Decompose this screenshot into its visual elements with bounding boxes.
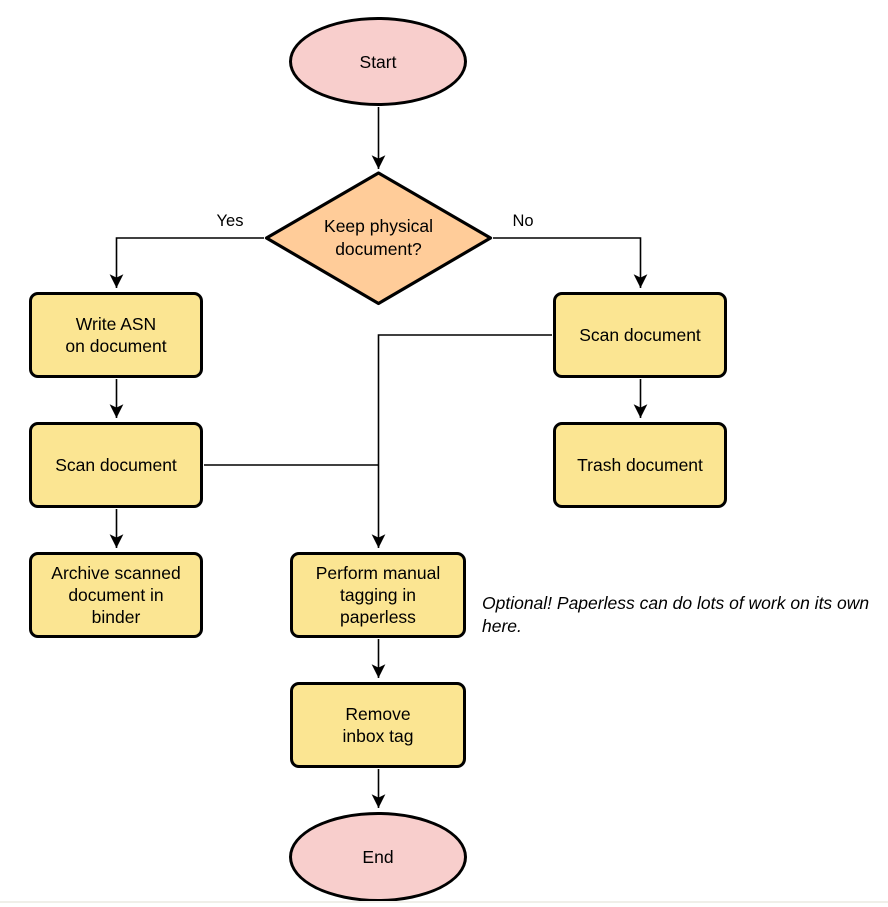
trash-line-1: Trash document — [577, 455, 703, 475]
node-end-label: End — [362, 847, 394, 867]
node-end: End — [289, 812, 467, 902]
node-start: Start — [289, 17, 467, 106]
edge-decision-to-write-asn — [109, 237, 264, 288]
decision-line-1: Keep physical — [324, 216, 433, 236]
archive-line-3: binder — [91, 607, 141, 627]
decision-line-2: document? — [335, 239, 422, 259]
node-remove-inbox-tag: Remove inbox tag — [290, 682, 466, 768]
tagging-line-2: tagging in — [340, 585, 416, 605]
scan-right-line-1: Scan document — [579, 325, 701, 345]
decision-diamond-shape — [264, 171, 493, 306]
node-manual-tagging: Perform manual tagging in paperless — [290, 552, 466, 638]
tagging-line-1: Perform manual — [315, 563, 441, 583]
scan-left-line-1: Scan document — [55, 455, 177, 475]
archive-line-1: Archive scanned — [51, 563, 181, 583]
tagging-line-3: paperless — [340, 607, 416, 627]
node-scan-document-left: Scan document — [29, 422, 203, 508]
write-asn-line-2: on document — [65, 336, 167, 356]
optional-note-text: Optional! Paperless can do lots of work … — [482, 593, 870, 636]
node-write-asn: Write ASN on document — [29, 292, 203, 378]
node-start-label: Start — [359, 51, 397, 72]
edge-label-yes: Yes — [204, 212, 256, 230]
node-scan-document-right: Scan document — [553, 292, 727, 378]
node-decision-label: Keep physical document? — [286, 212, 471, 264]
node-trash-document: Trash document — [553, 422, 727, 508]
archive-line-2: document in — [68, 585, 164, 605]
edge-label-no: No — [497, 212, 549, 230]
edge-scan-right-to-tagging — [371, 334, 552, 548]
write-asn-line-1: Write ASN — [75, 314, 157, 334]
remove-inbox-line-2: inbox tag — [342, 726, 414, 746]
node-archive-scanned: Archive scanned document in binder — [29, 552, 203, 638]
remove-inbox-line-1: Remove — [345, 704, 411, 724]
edge-decision-to-scan-right — [493, 237, 648, 288]
page-bottom-edge — [0, 901, 888, 903]
